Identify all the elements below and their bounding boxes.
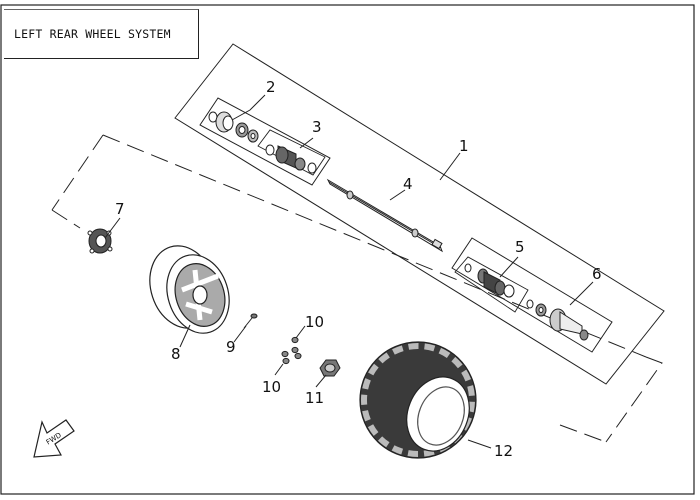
cv-joint-outer-box <box>451 237 613 353</box>
callout-10-top: 10 <box>305 313 324 331</box>
title-box <box>4 9 199 59</box>
wheel-hub <box>87 228 113 254</box>
callout-6: 6 <box>592 265 602 283</box>
callout-5: 5 <box>515 238 525 256</box>
outer-boot-kit-parts <box>464 263 515 298</box>
drive-shaft <box>326 178 444 253</box>
callout-8: 8 <box>171 345 181 363</box>
callout-2: 2 <box>266 78 276 96</box>
axle-assembly-outline <box>174 43 665 385</box>
tire <box>359 341 477 459</box>
callout-7: 7 <box>115 200 125 218</box>
cv-joint-inner-box <box>199 97 331 186</box>
boot-kit-outer-box <box>454 256 529 313</box>
page-title: LEFT REAR WHEEL SYSTEM <box>14 27 171 41</box>
inner-boot-kit-parts <box>265 144 317 174</box>
wheel-assembly-dashed-outline <box>51 134 663 443</box>
callout-10-bottom: 10 <box>262 378 281 396</box>
leader-lines <box>104 94 594 449</box>
outer-frame <box>0 4 695 495</box>
callout-11: 11 <box>305 389 324 407</box>
axle-nut <box>319 359 341 377</box>
forward-direction-arrow-icon <box>33 419 75 458</box>
valve-stem <box>243 313 258 329</box>
callout-9: 9 <box>226 338 236 356</box>
outer-cv-joint-parts <box>526 299 589 341</box>
lug-nuts <box>281 336 302 365</box>
wheel-rim <box>149 245 230 334</box>
callout-1: 1 <box>459 137 469 155</box>
inner-cv-joint-parts <box>208 111 259 143</box>
callout-3: 3 <box>312 118 322 136</box>
callout-12: 12 <box>494 442 513 460</box>
callout-4: 4 <box>403 175 413 193</box>
